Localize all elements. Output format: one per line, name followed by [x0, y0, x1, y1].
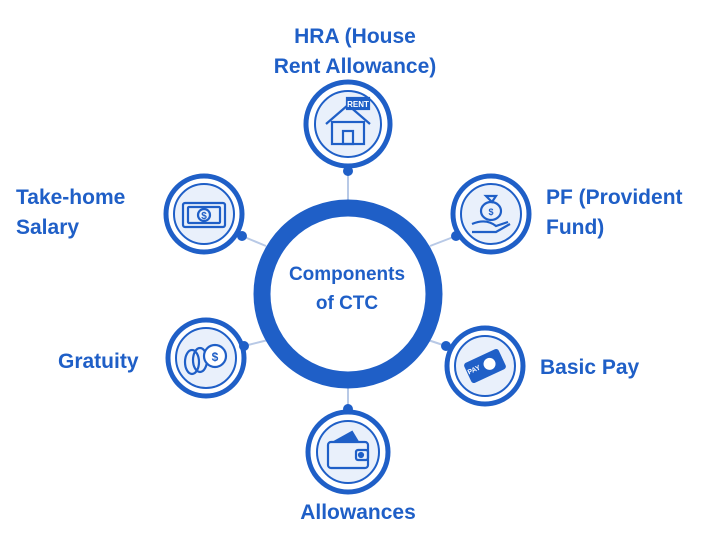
label-basic-pay: Basic Pay — [540, 356, 640, 379]
dollar-sign-glyph: $ — [201, 211, 207, 222]
label-hra: HRA (House Rent Allowance) — [240, 22, 470, 82]
label-pf-line1: PF (Provident — [546, 186, 683, 209]
node-allowances — [305, 404, 391, 495]
label-pf-line2: Fund) — [546, 216, 605, 239]
label-gratuity: Gratuity — [58, 350, 139, 373]
wallet-icon — [326, 430, 370, 470]
center-ring — [253, 199, 443, 389]
label-take-home: Take-home Salary — [16, 183, 125, 243]
label-hra-line2: Rent Allowance) — [273, 55, 437, 78]
node-gratuity: $ — [165, 317, 249, 399]
label-pf: PF (Provident Fund) — [546, 183, 683, 243]
center-title-line2: of CTC — [315, 293, 379, 314]
node-pf: $ — [450, 173, 532, 255]
banknote-icon — [464, 348, 506, 384]
rent-sign-text: RENT — [347, 100, 369, 109]
node-basic-pay: PAY — [441, 325, 526, 407]
dollar-bill-icon — [181, 201, 227, 229]
money-bag-hand-icon — [471, 194, 511, 234]
coin-dollar-glyph: $ — [212, 350, 219, 364]
center-title: Components of CTC — [262, 260, 432, 318]
rent-house-icon — [325, 96, 371, 146]
coin-stack-icon — [183, 343, 228, 376]
node-hra: RENT — [303, 79, 393, 176]
bag-dollar-glyph: $ — [488, 207, 493, 217]
node-take-home: $ — [163, 173, 247, 255]
label-take-home-line2: Salary — [16, 216, 80, 239]
label-hra-line1: HRA (House — [294, 25, 416, 48]
label-allowances: Allowances — [300, 501, 416, 524]
label-take-home-line1: Take-home — [16, 186, 126, 209]
center-title-line1: Components — [288, 264, 406, 285]
